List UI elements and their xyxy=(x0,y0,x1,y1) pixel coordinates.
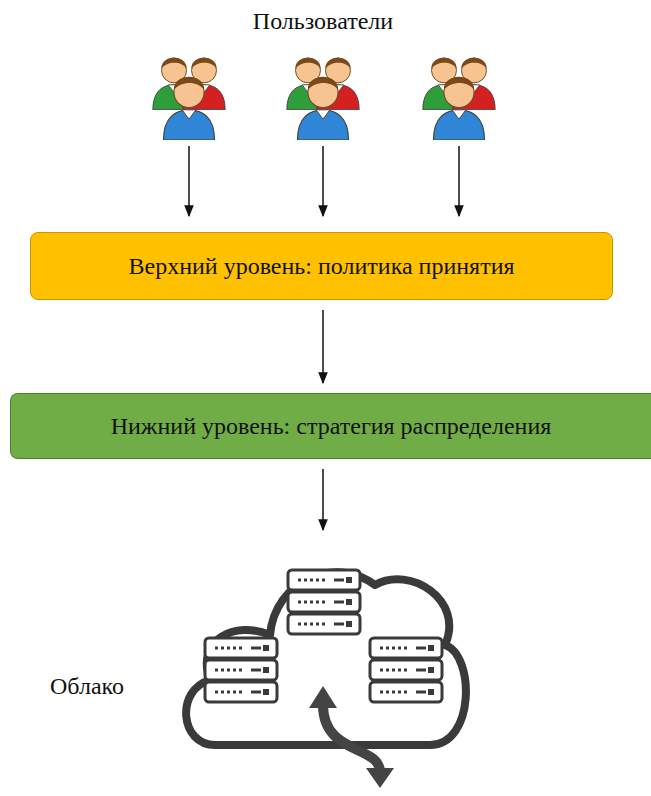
cloud-label: Облако xyxy=(50,673,124,700)
user-arrow xyxy=(322,146,324,216)
cloud-node: Облако xyxy=(40,540,480,790)
user-group xyxy=(423,58,495,140)
user-arrow xyxy=(188,146,190,216)
group-heading: Пользователи xyxy=(253,8,393,35)
user-group xyxy=(153,58,225,140)
flow-arrow xyxy=(322,469,324,530)
cloud-symbol xyxy=(175,540,475,790)
level-box: Верхний уровень: политика принятия xyxy=(30,232,613,300)
flow-arrow xyxy=(322,310,324,383)
level-text: Верхний уровень: политика принятия xyxy=(128,253,514,280)
level-box: Нижний уровень: стратегия распределения xyxy=(10,393,651,459)
user-group xyxy=(287,58,359,140)
user-arrow xyxy=(458,146,460,216)
level-text: Нижний уровень: стратегия распределения xyxy=(111,413,552,440)
